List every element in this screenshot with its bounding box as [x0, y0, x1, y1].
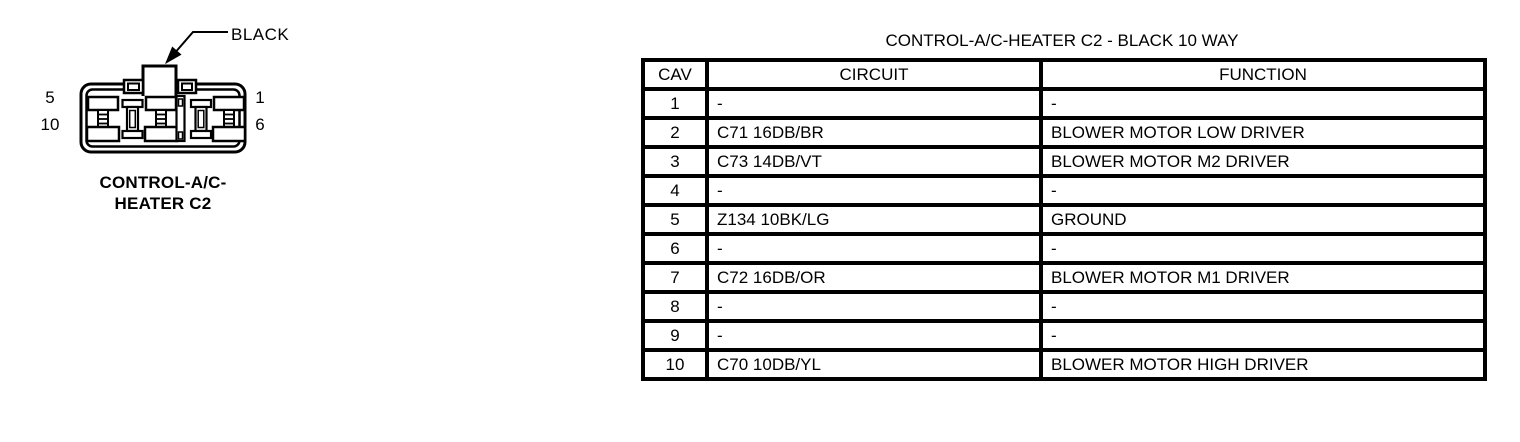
- circuit-cell: -: [705, 319, 1043, 352]
- function-cell: GROUND: [1039, 203, 1487, 236]
- connector-drawing: [79, 31, 247, 154]
- function-cell: BLOWER MOTOR M1 DRIVER: [1039, 261, 1487, 294]
- cav-cell: 5: [641, 203, 709, 236]
- table-row: 8--: [641, 290, 1487, 323]
- circuit-cell: C72 16DB/OR: [705, 261, 1043, 294]
- table-row: 6--: [641, 232, 1487, 265]
- terminal-small: [121, 98, 213, 140]
- cav-cell: 6: [641, 232, 709, 265]
- circuit-cell: C73 14DB/VT: [705, 145, 1043, 178]
- divider-rib: [175, 94, 186, 143]
- cav-cell: 4: [641, 174, 709, 207]
- circuit-cell: C71 16DB/BR: [705, 116, 1043, 149]
- pin-label-5: 5: [45, 88, 55, 107]
- function-cell: BLOWER MOTOR LOW DRIVER: [1039, 116, 1487, 149]
- circuit-cell: C70 10DB/YL: [705, 348, 1043, 381]
- function-cell: BLOWER MOTOR M2 DRIVER: [1039, 145, 1487, 178]
- cav-cell: 8: [641, 290, 709, 323]
- color-callout-arrow: [164, 31, 228, 65]
- caption-line-1: CONTROL-A/C-: [99, 173, 227, 192]
- circuit-cell: -: [705, 87, 1043, 120]
- cav-cell: 1: [641, 87, 709, 120]
- function-cell: -: [1039, 290, 1487, 323]
- function-cell: BLOWER MOTOR HIGH DRIVER: [1039, 348, 1487, 381]
- caption-line-2: HEATER C2: [114, 194, 212, 213]
- circuit-cell: Z134 10BK/LG: [705, 203, 1043, 236]
- terminal-large: [85, 95, 247, 143]
- cav-cell: 9: [641, 319, 709, 352]
- col-header-cav: CAV: [641, 58, 709, 91]
- function-cell: -: [1039, 319, 1487, 352]
- col-header-function: FUNCTION: [1039, 58, 1487, 91]
- connector-figure: BLACK 5 10 1 6 CONTROL-A/C- HEATER C2: [0, 0, 330, 250]
- table-row: 4--: [641, 174, 1487, 207]
- col-header-circuit: CIRCUIT: [705, 58, 1043, 91]
- pin-label-10: 10: [40, 115, 60, 134]
- header-row: CAV CIRCUIT FUNCTION: [641, 58, 1487, 91]
- latch-right: [176, 78, 198, 95]
- cav-cell: 3: [641, 145, 709, 178]
- cav-cell: 10: [641, 348, 709, 381]
- function-cell: -: [1039, 174, 1487, 207]
- function-cell: -: [1039, 232, 1487, 265]
- table-row: 9--: [641, 319, 1487, 352]
- connector-color-label: BLACK: [231, 25, 290, 44]
- table-title: CONTROL-A/C-HEATER C2 - BLACK 10 WAY: [885, 31, 1239, 50]
- pin-label-1: 1: [255, 88, 265, 107]
- circuit-cell: -: [705, 174, 1043, 207]
- pin-label-6: 6: [255, 115, 265, 134]
- function-cell: -: [1039, 87, 1487, 120]
- connector-caption: CONTROL-A/C- HEATER C2: [70, 172, 256, 214]
- circuit-cell: -: [705, 232, 1043, 265]
- table-row: 1--: [641, 87, 1487, 120]
- circuit-cell: -: [705, 290, 1043, 323]
- cav-cell: 2: [641, 116, 709, 149]
- latch-left: [122, 78, 145, 95]
- cav-cell: 7: [641, 261, 709, 294]
